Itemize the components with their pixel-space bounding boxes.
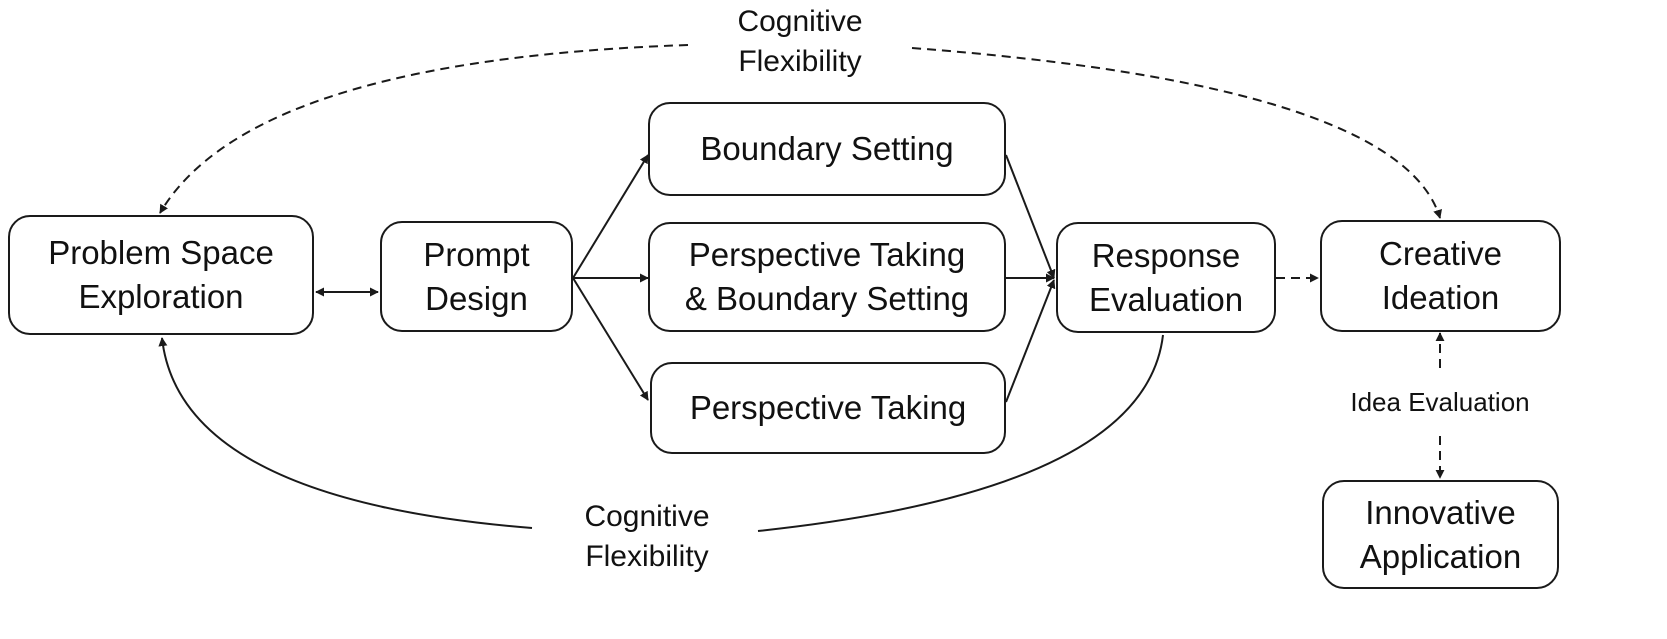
node-innovative-application: Innovative Application xyxy=(1322,480,1559,589)
edge-cognitive-top-left xyxy=(159,44,689,214)
edge-boundary-response xyxy=(1005,154,1056,279)
node-prompt-design: Prompt Design xyxy=(380,221,573,332)
label-cognitive-flexibility-top: Cognitive Flexibility xyxy=(737,5,863,78)
node-creative-ideation: Creative Ideation xyxy=(1320,220,1561,332)
edge-prompt-perspective xyxy=(572,277,649,401)
label-idea-evaluation: Idea Evaluation xyxy=(1350,387,1530,417)
node-response-evaluation: Response Evaluation xyxy=(1056,222,1276,333)
edge-prompt-boundary xyxy=(572,154,649,279)
node-perspective-taking: Perspective Taking xyxy=(650,362,1006,454)
edge-cognitive-bottom-right xyxy=(757,334,1164,532)
label-cognitive-flexibility-bottom: Cognitive Flexibility xyxy=(584,500,710,573)
edge-cognitive-top-right xyxy=(911,47,1442,219)
edge-perspective-response xyxy=(1005,279,1056,403)
node-perspective-taking-boundary-setting: Perspective Taking & Boundary Setting xyxy=(648,222,1006,332)
edge-cognitive-bottom-left xyxy=(158,337,533,529)
node-problem-space-exploration: Problem Space Exploration xyxy=(8,215,314,335)
node-boundary-setting: Boundary Setting xyxy=(648,102,1006,196)
